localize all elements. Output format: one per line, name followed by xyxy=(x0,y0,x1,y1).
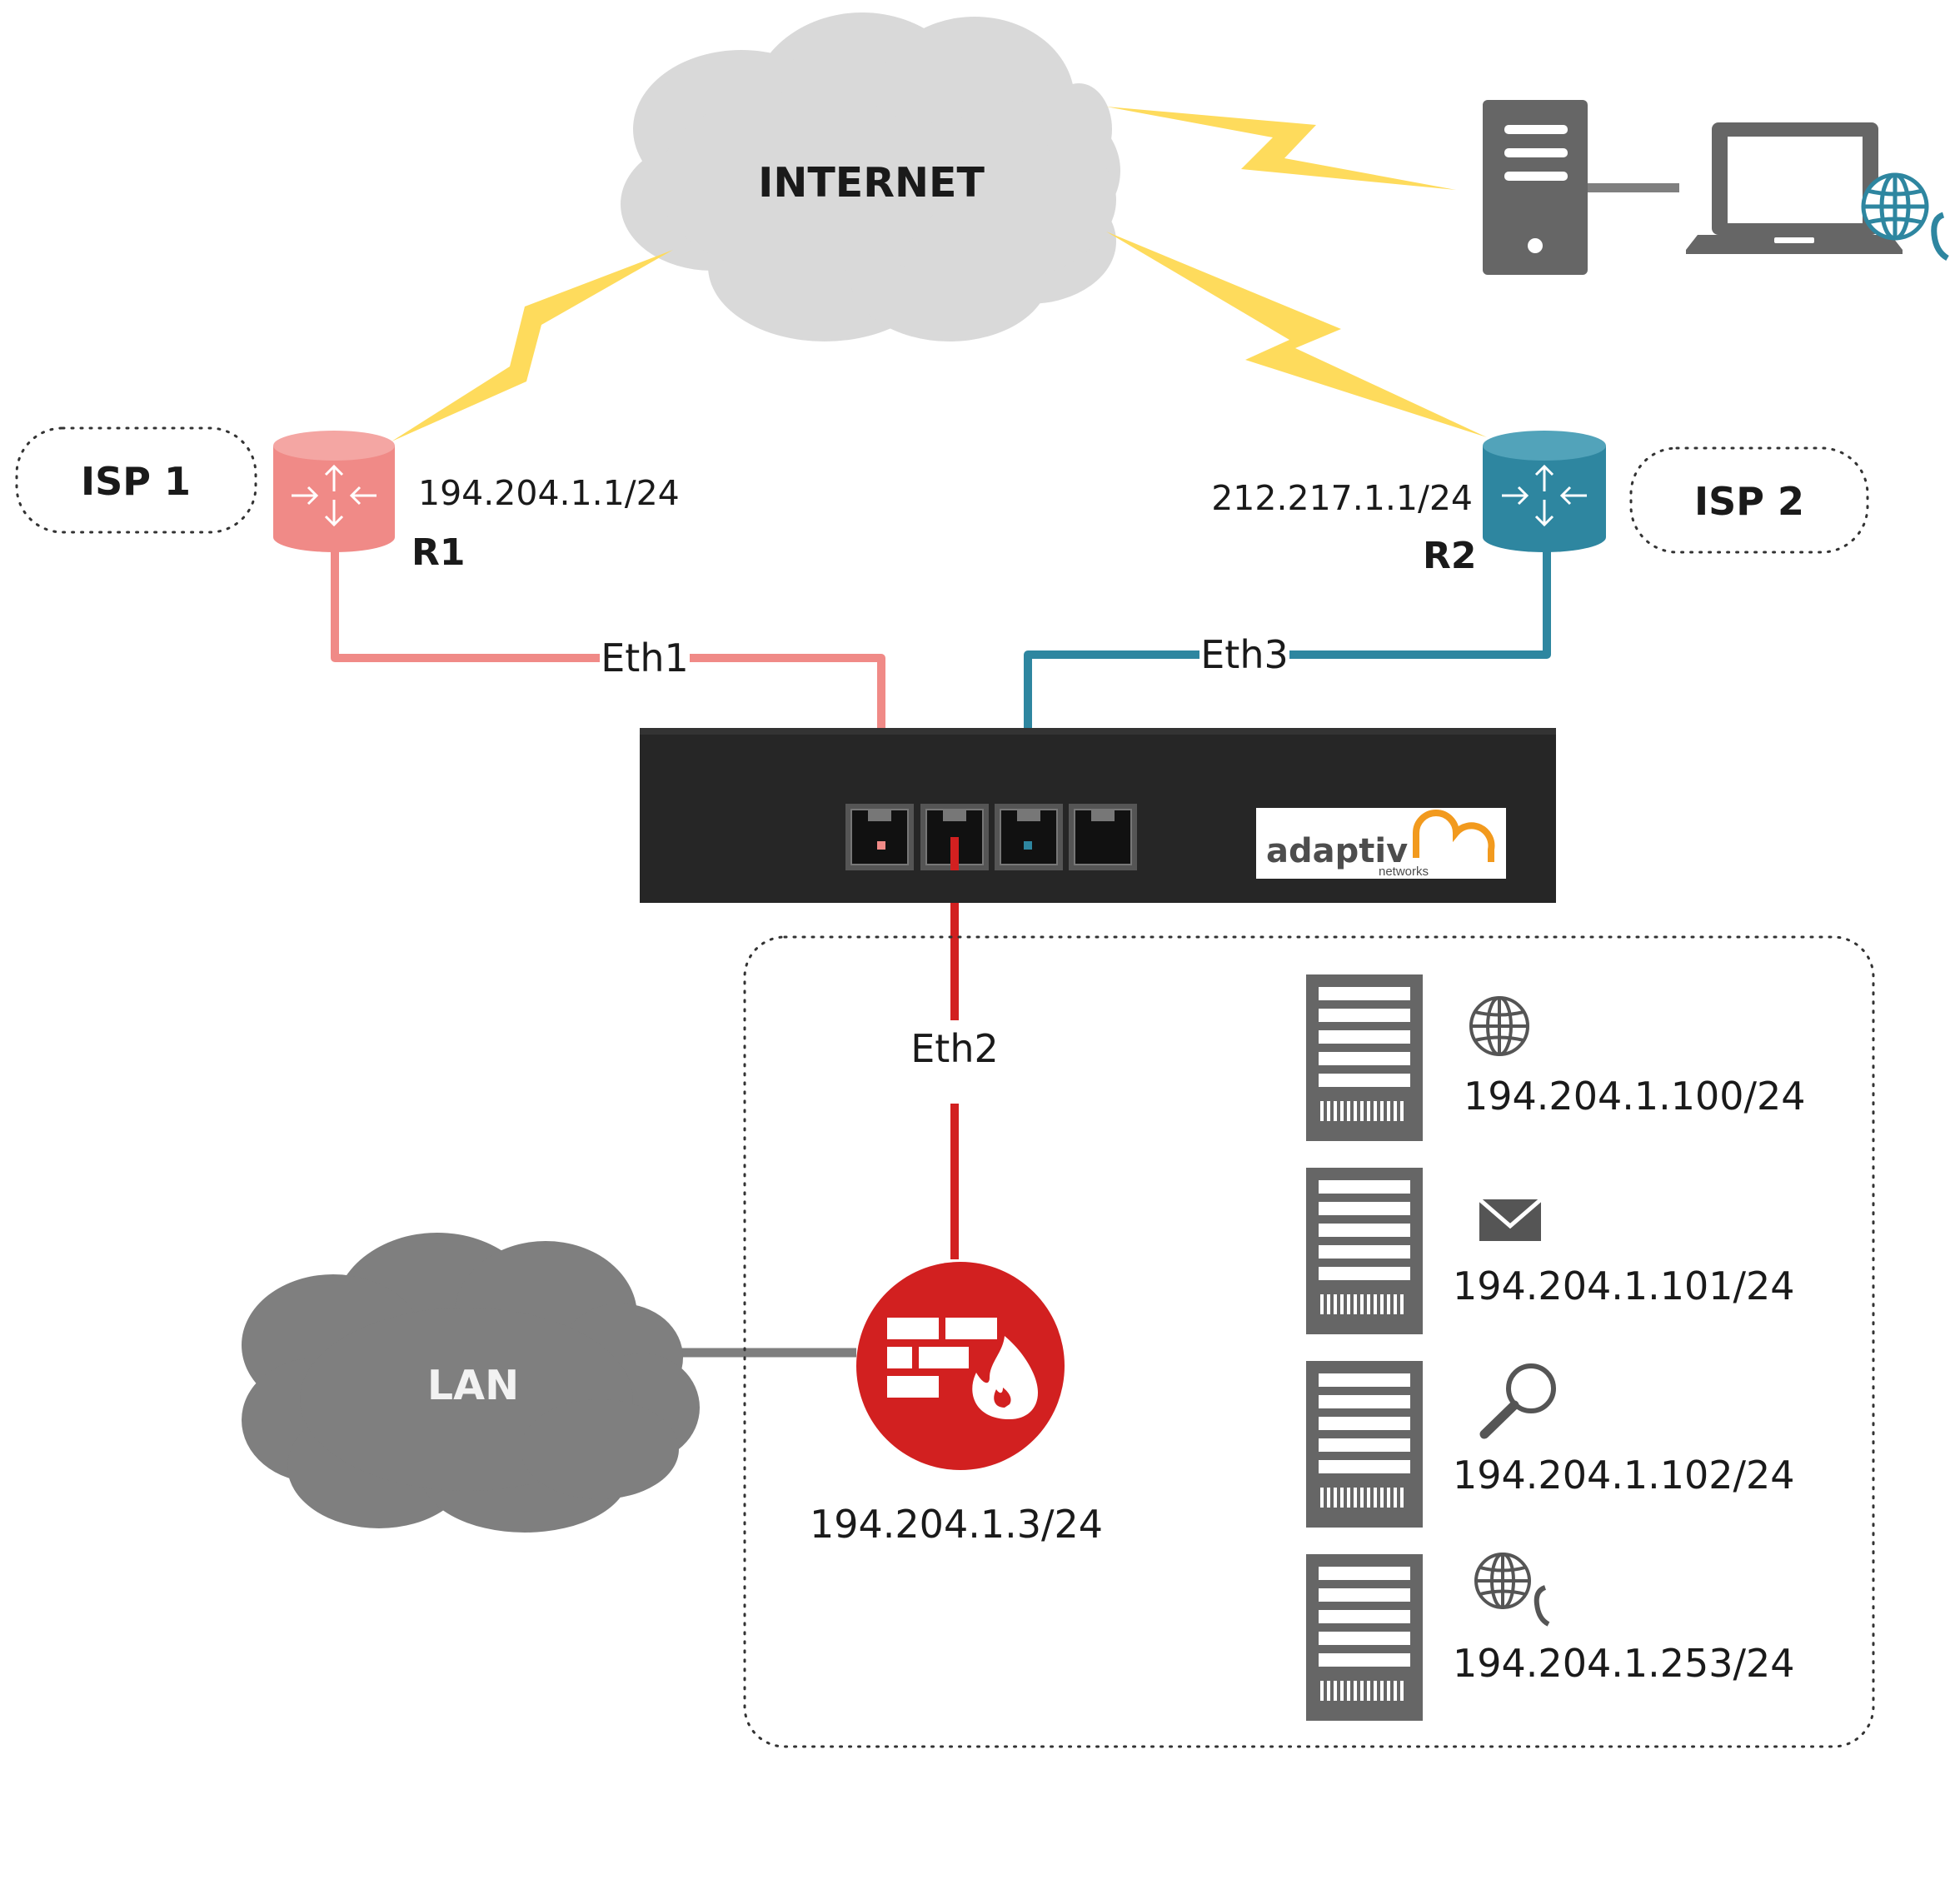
firewall-icon xyxy=(887,1318,1038,1419)
server-rack-4: 194.204.1.253/24 xyxy=(1306,1553,1795,1721)
server-rack-icon xyxy=(1306,1554,1423,1721)
port-4 xyxy=(1069,804,1137,870)
server-rack-icon xyxy=(1306,1168,1423,1334)
internet-label: INTERNET xyxy=(758,159,985,207)
isp1-label: ISP 1 xyxy=(81,459,191,504)
server-ip: 194.204.1.100/24 xyxy=(1464,1074,1806,1119)
r1-ip: 194.204.1.1/24 xyxy=(418,473,680,513)
adaptiv-appliance: adaptiv networks xyxy=(640,728,1556,903)
isp1-box: ISP 1 xyxy=(15,426,257,534)
eth1-label: Eth1 xyxy=(601,635,689,680)
server-rack-2: 194.204.1.101/24 xyxy=(1306,1168,1795,1334)
lan-label: LAN xyxy=(427,1362,519,1409)
laptop-icon xyxy=(1686,122,1903,254)
server-rack-icon xyxy=(1306,1361,1423,1528)
server-ip: 194.204.1.101/24 xyxy=(1453,1264,1795,1308)
r2-name: R2 xyxy=(1423,535,1477,577)
voip-globe-icon xyxy=(1861,172,1949,262)
server-ip: 194.204.1.102/24 xyxy=(1453,1453,1795,1498)
remote-connection xyxy=(1588,183,1679,192)
router-r2 xyxy=(1483,431,1606,552)
server-tower-icon xyxy=(1483,100,1588,275)
r1-name: R1 xyxy=(411,531,466,574)
port-3 xyxy=(995,804,1063,870)
remote-site xyxy=(1483,100,1949,275)
lightning-remote-icon xyxy=(1106,107,1456,190)
isp2-box: ISP 2 xyxy=(1629,446,1869,554)
server-rack-icon xyxy=(1306,974,1423,1141)
router-icon xyxy=(1502,464,1587,527)
search-icon xyxy=(1479,1363,1556,1439)
r2-ip: 212.217.1.1/24 xyxy=(1211,478,1473,518)
server-rack-3: 194.204.1.102/24 xyxy=(1306,1361,1795,1528)
server-rack-1: 194.204.1.100/24 xyxy=(1306,974,1806,1141)
mail-icon xyxy=(1478,1198,1543,1241)
eth3-label: Eth3 xyxy=(1200,632,1289,677)
lightning-isp2-icon xyxy=(1106,232,1487,437)
internet-cloud: INTERNET xyxy=(621,12,1120,341)
isp2-label: ISP 2 xyxy=(1694,479,1804,524)
globe-icon xyxy=(1469,996,1529,1056)
firewall xyxy=(856,1262,1065,1470)
server-ip: 194.204.1.253/24 xyxy=(1453,1641,1795,1686)
brand-name: adaptiv xyxy=(1266,832,1408,870)
firewall-ip: 194.204.1.3/24 xyxy=(810,1502,1103,1547)
wireless-links xyxy=(391,107,1487,441)
adaptiv-logo: adaptiv networks xyxy=(1256,808,1506,879)
server-list: 194.204.1.100/24 xyxy=(1306,974,1806,1721)
router-r1 xyxy=(273,431,395,552)
voip-globe-icon xyxy=(1474,1553,1550,1627)
router-icon xyxy=(292,464,377,527)
dmz-zone xyxy=(743,935,1875,1748)
eth2-label: Eth2 xyxy=(910,1026,999,1071)
brand-subtitle: networks xyxy=(1379,865,1429,879)
lan-cloud: LAN xyxy=(242,1233,700,1533)
lightning-isp1-icon xyxy=(391,250,673,441)
port-1 xyxy=(845,804,914,870)
